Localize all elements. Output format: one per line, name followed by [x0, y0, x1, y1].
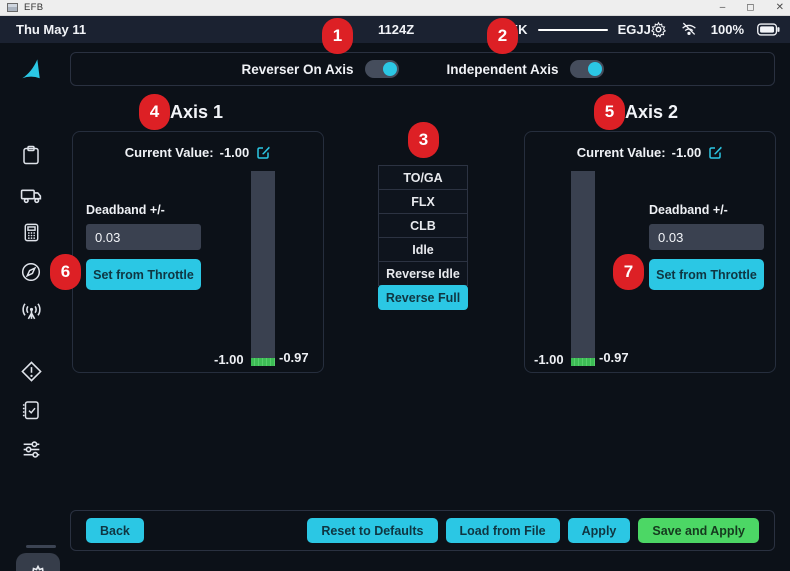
- broadcast-icon: [21, 303, 41, 320]
- independent-axis-toggle[interactable]: [569, 60, 604, 78]
- os-titlebar: EFB – ◻ ✕: [0, 0, 790, 16]
- window-title: EFB: [24, 2, 44, 13]
- sidebar-item-compass[interactable]: [0, 261, 62, 283]
- checklist-icon: [22, 401, 39, 420]
- axis2-heading: Axis 2: [625, 102, 679, 122]
- back-button[interactable]: Back: [86, 518, 144, 543]
- sidebar-item-settings-active[interactable]: [16, 553, 60, 571]
- minimize-button[interactable]: –: [719, 2, 726, 13]
- axis2-deadband-input[interactable]: [649, 224, 764, 250]
- detent-reverse-full[interactable]: Reverse Full: [378, 285, 468, 310]
- footer-actions-bar: Back Reset to Defaults Load from File Ap…: [70, 510, 775, 551]
- axis1-value-bar-track[interactable]: [251, 171, 275, 358]
- route-to: EGJJ: [617, 22, 651, 37]
- load-from-file-button[interactable]: Load from File: [445, 518, 560, 543]
- axis-options-bar: Reverser On Axis Independent Axis: [70, 52, 775, 86]
- axis2-value-bar-track[interactable]: [571, 171, 595, 358]
- axis1-deadband-zone: [251, 358, 275, 366]
- sidebar-item-alerts[interactable]: [0, 360, 62, 383]
- truck-icon: [20, 189, 41, 204]
- apply-button[interactable]: Apply: [567, 518, 631, 543]
- battery-icon: [757, 23, 780, 36]
- current-value: -1.00: [671, 144, 702, 160]
- wifi-off-icon: [681, 22, 696, 36]
- warning-icon: [20, 361, 42, 382]
- detent-idle[interactable]: Idle: [378, 237, 468, 262]
- annotation-badge-6: 6: [50, 254, 81, 290]
- compass-icon: [21, 262, 41, 282]
- reverser-on-axis-group: Reverser On Axis: [241, 60, 399, 78]
- airline-logo: [22, 59, 40, 79]
- sidebar-divider: [26, 545, 56, 548]
- annotation-badge-2: 2: [487, 18, 518, 54]
- current-value-label: Current Value:: [576, 144, 666, 160]
- sliders-icon: [23, 441, 39, 458]
- sidebar-item-calculator[interactable]: [0, 222, 62, 243]
- calculator-icon: [24, 223, 38, 242]
- sidebar-item-checklist[interactable]: [0, 399, 62, 421]
- reset-to-defaults-button[interactable]: Reset to Defaults: [307, 518, 438, 543]
- statusbar-zulu-time: 1124Z: [378, 22, 415, 37]
- statusbar-date: Thu May 11: [16, 22, 87, 37]
- annotation-badge-3: 3: [408, 122, 439, 158]
- independent-axis-group: Independent Axis: [447, 60, 604, 78]
- sidebar-item-settings-sliders[interactable]: [0, 438, 62, 461]
- annotation-badge-7: 7: [613, 254, 644, 290]
- toggle-knob: [382, 62, 397, 76]
- efb-statusbar: Thu May 11 1124Z EGKK EGJJ 100%: [0, 16, 790, 43]
- reverser-on-axis-toggle[interactable]: [364, 60, 399, 78]
- app-icon: [7, 3, 18, 12]
- save-and-apply-button[interactable]: Save and Apply: [638, 518, 759, 543]
- toggle-knob: [587, 62, 602, 76]
- axis2-bar-high-value: -0.97: [599, 350, 629, 365]
- close-button[interactable]: ✕: [775, 2, 784, 13]
- sidebar-item-ground-services[interactable]: [0, 183, 62, 206]
- axis2-deadband-zone: [571, 358, 595, 366]
- annotation-badge-5: 5: [594, 94, 625, 130]
- edit-icon[interactable]: [707, 144, 723, 160]
- battery-percentage: 100%: [710, 22, 744, 37]
- current-value: -1.00: [219, 144, 250, 160]
- axis2-current-value-row: Current Value: -1.00: [525, 144, 775, 160]
- axis1-bar-low-value: -1.00: [214, 352, 244, 367]
- annotation-badge-1: 1: [322, 18, 353, 54]
- axis1-deadband-input[interactable]: [86, 224, 201, 250]
- sidebar-item-radio[interactable]: [0, 299, 62, 322]
- independent-axis-label: Independent Axis: [446, 61, 559, 77]
- axis1-heading: Axis 1: [170, 102, 224, 122]
- detent-toga[interactable]: TO/GA: [378, 165, 468, 190]
- maximize-button[interactable]: ◻: [746, 2, 755, 13]
- gear-icon: [32, 564, 44, 571]
- axis2-deadband-label: Deadband +/-: [649, 203, 728, 217]
- sidebar-item-home[interactable]: [0, 57, 62, 81]
- gear-icon[interactable]: [650, 21, 667, 38]
- reverser-on-axis-label: Reverser On Axis: [241, 61, 354, 77]
- detent-reverse-idle[interactable]: Reverse Idle: [378, 261, 468, 286]
- axis2-bar-low-value: -1.00: [534, 352, 564, 367]
- clipboard-icon: [23, 145, 39, 165]
- sidebar-nav: [0, 43, 62, 571]
- axis1-current-value-row: Current Value: -1.00: [73, 144, 323, 160]
- current-value-label: Current Value:: [124, 144, 214, 160]
- annotation-badge-4: 4: [139, 94, 170, 130]
- detent-flx[interactable]: FLX: [378, 189, 468, 214]
- detent-clb[interactable]: CLB: [378, 213, 468, 238]
- route-progress-line: [537, 28, 608, 31]
- sidebar-item-clipboard[interactable]: [0, 144, 62, 166]
- axis2-set-from-throttle-button[interactable]: Set from Throttle: [649, 259, 764, 290]
- axis1-set-from-throttle-button[interactable]: Set from Throttle: [86, 259, 201, 290]
- axis1-bar-high-value: -0.97: [279, 350, 309, 365]
- axis1-panel: Current Value: -1.00 -1.00 -0.97 Deadban…: [72, 131, 324, 373]
- axis2-panel: Current Value: -1.00 -1.00 -0.97 Deadban…: [524, 131, 776, 373]
- detent-list: TO/GA FLX CLB Idle Reverse Idle Reverse …: [378, 165, 468, 310]
- axis1-deadband-label: Deadband +/-: [86, 203, 165, 217]
- edit-icon[interactable]: [255, 144, 271, 160]
